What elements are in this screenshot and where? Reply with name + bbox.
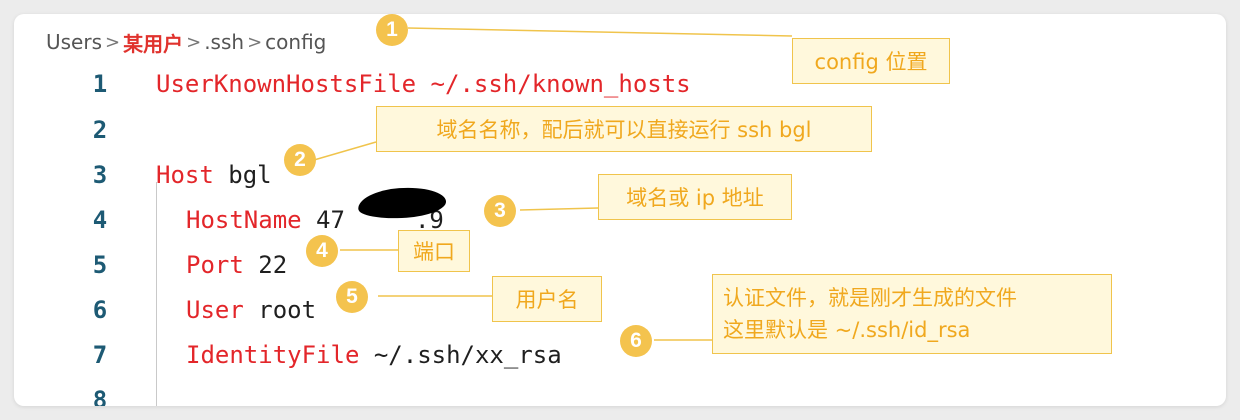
editor-window: Users > 某用户 > .ssh > config 1 UserKnownH… [14,14,1226,406]
note-port: 端口 [398,230,470,272]
code-keyword: User [186,296,244,324]
note-host-alias: 域名名称，配后就可以直接运行 ssh bgl [376,106,872,152]
line-number: 1 [92,70,108,98]
note-identity-line2: 这里默认是 ~/.ssh/id_rsa [723,318,971,342]
note-identity-file: 认证文件，就是刚才生成的文件 这里默认是 ~/.ssh/id_rsa [712,274,1112,354]
line-number: 6 [92,296,108,324]
line-number: 8 [92,386,108,406]
code-value: 22 [243,251,288,279]
code-keyword: UserKnownHostsFile [156,70,417,98]
breadcrumb-separator: > [247,31,263,53]
note-hostname: 域名或 ip 地址 [598,174,792,220]
annotation-badge-4: 4 [306,235,338,267]
note-identity-line1: 认证文件，就是刚才生成的文件 [723,286,1017,310]
code-keyword: Host [156,161,214,189]
breadcrumb-config[interactable]: config [265,30,327,54]
annotation-badge-1: 1 [376,14,408,46]
code-keyword: IdentityFile [186,341,360,369]
annotation-badge-5: 5 [336,281,368,313]
code-value: ~/.ssh/known_hosts [416,70,691,98]
breadcrumb-separator: > [186,31,202,53]
code-value: ~/.ssh/xx_rsa [359,341,562,369]
breadcrumb-separator: > [105,31,121,53]
code-value: 47 [301,206,345,234]
code-value: bgl [213,161,272,189]
note-user: 用户名 [492,276,602,322]
code-keyword: Port [186,251,244,279]
breadcrumb-user[interactable]: 某用户 [123,31,184,56]
breadcrumb: Users > 某用户 > .ssh > config [46,28,326,56]
breadcrumb-ssh[interactable]: .ssh [204,30,245,54]
breadcrumb-users[interactable]: Users [46,30,103,54]
annotation-badge-6: 6 [620,325,652,357]
line-number: 3 [92,161,108,189]
code-value: root [243,296,317,324]
annotation-badge-2: 2 [284,144,316,176]
note-config-location: config 位置 [792,38,950,84]
line-number: 5 [92,251,108,279]
line-number: 2 [92,116,108,144]
indent-guide [156,182,157,406]
annotation-badge-3: 3 [484,195,516,227]
line-number: 4 [92,206,108,234]
line-number: 7 [92,341,108,369]
code-keyword: HostName [186,206,302,234]
